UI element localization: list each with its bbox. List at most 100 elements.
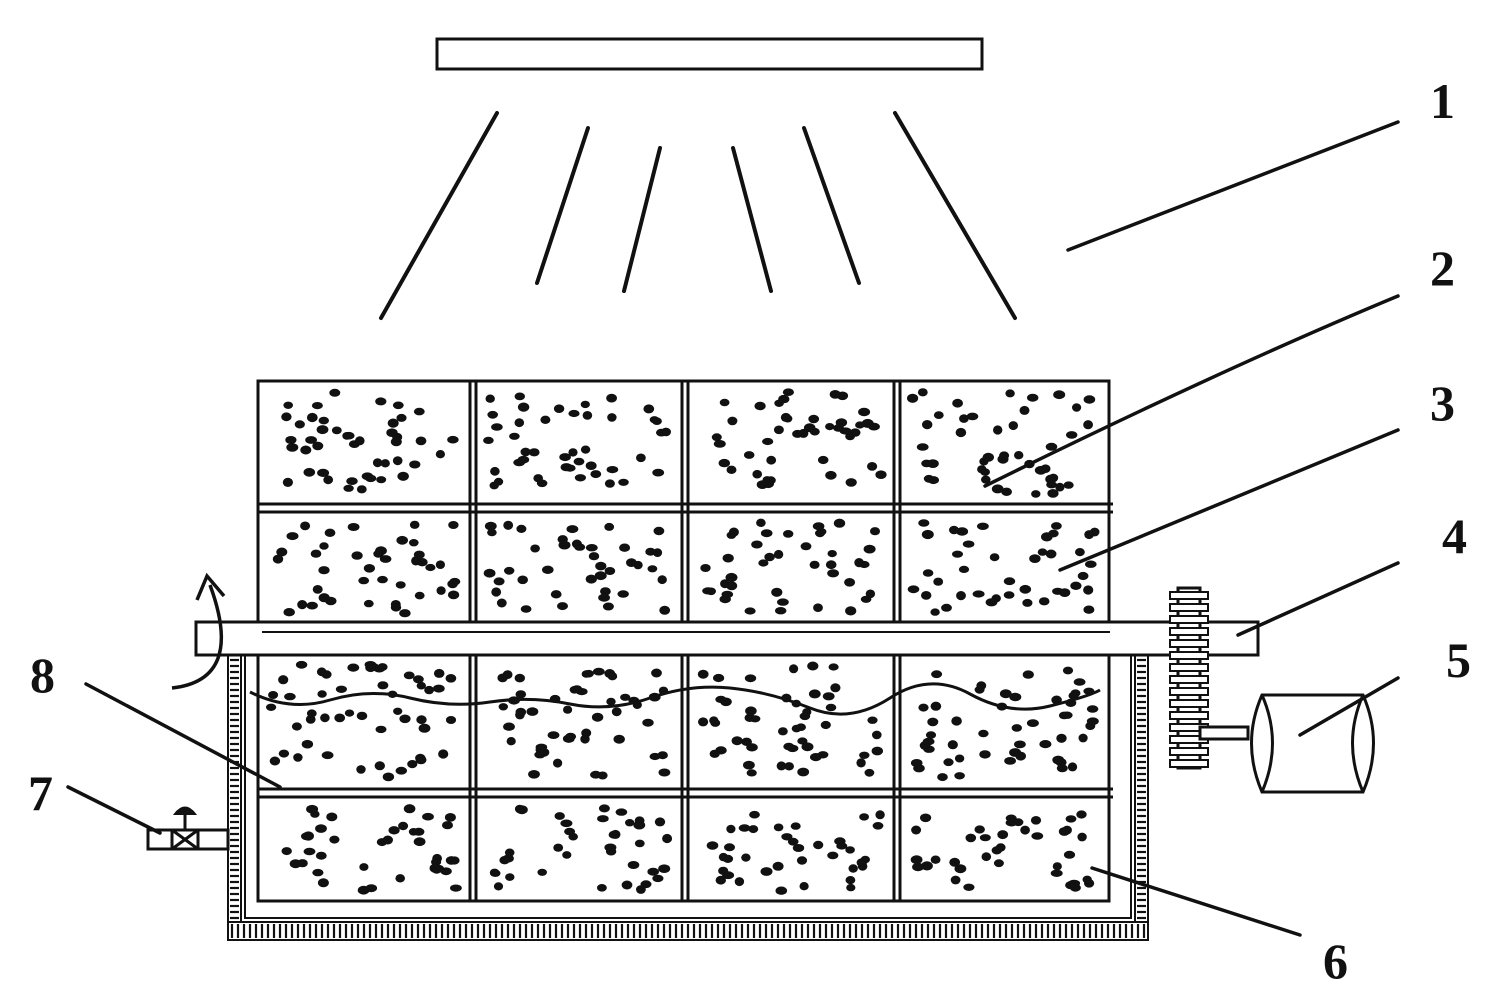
- media-particle: [598, 593, 610, 602]
- media-particle: [949, 857, 961, 867]
- media-particle: [846, 883, 856, 892]
- media-particle: [592, 667, 605, 676]
- media-particle: [607, 672, 618, 681]
- media-particle: [652, 874, 664, 883]
- media-particle: [316, 667, 327, 677]
- media-particle: [316, 425, 329, 435]
- water-tank: [227, 654, 1149, 941]
- media-particle: [269, 756, 281, 766]
- media-particle: [395, 581, 406, 589]
- media-particle: [1005, 814, 1017, 822]
- media-particle: [491, 587, 502, 597]
- media-particle: [718, 866, 729, 875]
- media-particle: [1062, 825, 1072, 835]
- media-particle: [302, 831, 314, 841]
- media-particle: [395, 874, 406, 883]
- media-particle: [580, 734, 590, 744]
- media-particle: [993, 859, 1004, 868]
- media-particle: [1022, 598, 1033, 607]
- media-particle: [937, 773, 948, 782]
- media-particle: [436, 586, 446, 595]
- media-particle: [1051, 522, 1062, 530]
- media-particle: [907, 585, 920, 594]
- media-particle: [276, 547, 288, 557]
- media-particle: [771, 587, 783, 597]
- media-particle: [297, 600, 308, 610]
- media-particle: [636, 453, 646, 463]
- media-particle: [311, 402, 323, 410]
- media-particle: [301, 739, 314, 749]
- media-particle: [282, 477, 293, 487]
- media-particle: [659, 605, 671, 615]
- media-particle: [764, 552, 775, 562]
- media-particle: [442, 821, 453, 830]
- media-particle: [397, 471, 409, 481]
- tank-hatching: [230, 658, 1146, 938]
- media-particle: [415, 755, 427, 765]
- media-particle: [977, 522, 989, 530]
- media-particle: [557, 602, 568, 611]
- media-particle: [800, 542, 812, 551]
- media-particle: [342, 432, 352, 440]
- media-particle: [709, 749, 720, 758]
- light-rays: [379, 111, 1017, 320]
- media-particle: [981, 475, 991, 484]
- media-particle: [954, 772, 965, 780]
- media-particle: [999, 689, 1012, 699]
- media-particle: [1070, 581, 1082, 590]
- media-particle: [796, 856, 808, 865]
- media-particle: [415, 436, 427, 446]
- media-particle: [380, 459, 390, 468]
- media-particle: [1020, 825, 1030, 835]
- media-particle: [951, 716, 962, 726]
- media-particle: [585, 574, 597, 584]
- media-particle: [286, 532, 299, 541]
- media-particle: [952, 550, 963, 558]
- light-ray: [535, 126, 590, 285]
- media-particle: [749, 810, 760, 819]
- media-particle: [1077, 832, 1087, 842]
- media-particle: [1026, 719, 1039, 727]
- media-particle: [1046, 481, 1057, 489]
- media-particle: [1052, 862, 1062, 871]
- media-particle: [491, 423, 503, 431]
- media-particle: [591, 712, 604, 722]
- media-particle: [294, 420, 305, 429]
- media-particle: [506, 737, 516, 746]
- media-particle: [1009, 748, 1022, 757]
- media-particle: [602, 602, 614, 611]
- media-particle: [594, 571, 607, 581]
- media-particle: [1008, 421, 1018, 431]
- media-particle: [407, 760, 418, 769]
- media-particle: [580, 400, 590, 409]
- media-particle: [369, 663, 379, 671]
- media-particle: [403, 804, 416, 814]
- media-particle: [725, 572, 738, 582]
- media-particle: [776, 761, 787, 771]
- media-particle: [365, 884, 378, 893]
- media-particle: [409, 539, 419, 547]
- media-particle: [817, 455, 829, 465]
- media-particle: [516, 805, 528, 815]
- media-particle: [859, 813, 869, 821]
- media-particle: [550, 590, 562, 599]
- media-particle: [382, 772, 395, 782]
- callout-2: 2: [1430, 240, 1455, 296]
- media-particle: [399, 714, 411, 724]
- drive-gear: [1169, 586, 1209, 770]
- media-particle: [268, 691, 279, 699]
- media-particle: [875, 470, 887, 480]
- media-particle: [503, 722, 515, 731]
- media-particle: [792, 844, 805, 852]
- light-ray: [893, 111, 1017, 320]
- media-particle: [715, 875, 726, 885]
- media-particle: [813, 840, 824, 850]
- media-particle: [387, 418, 399, 428]
- callout-7: 7: [28, 765, 53, 821]
- media-particle: [1031, 832, 1044, 840]
- media-particle: [845, 432, 855, 441]
- media-particle: [1083, 395, 1096, 404]
- media-particle: [931, 670, 943, 679]
- media-particle: [963, 883, 975, 891]
- media-particle: [1053, 390, 1066, 400]
